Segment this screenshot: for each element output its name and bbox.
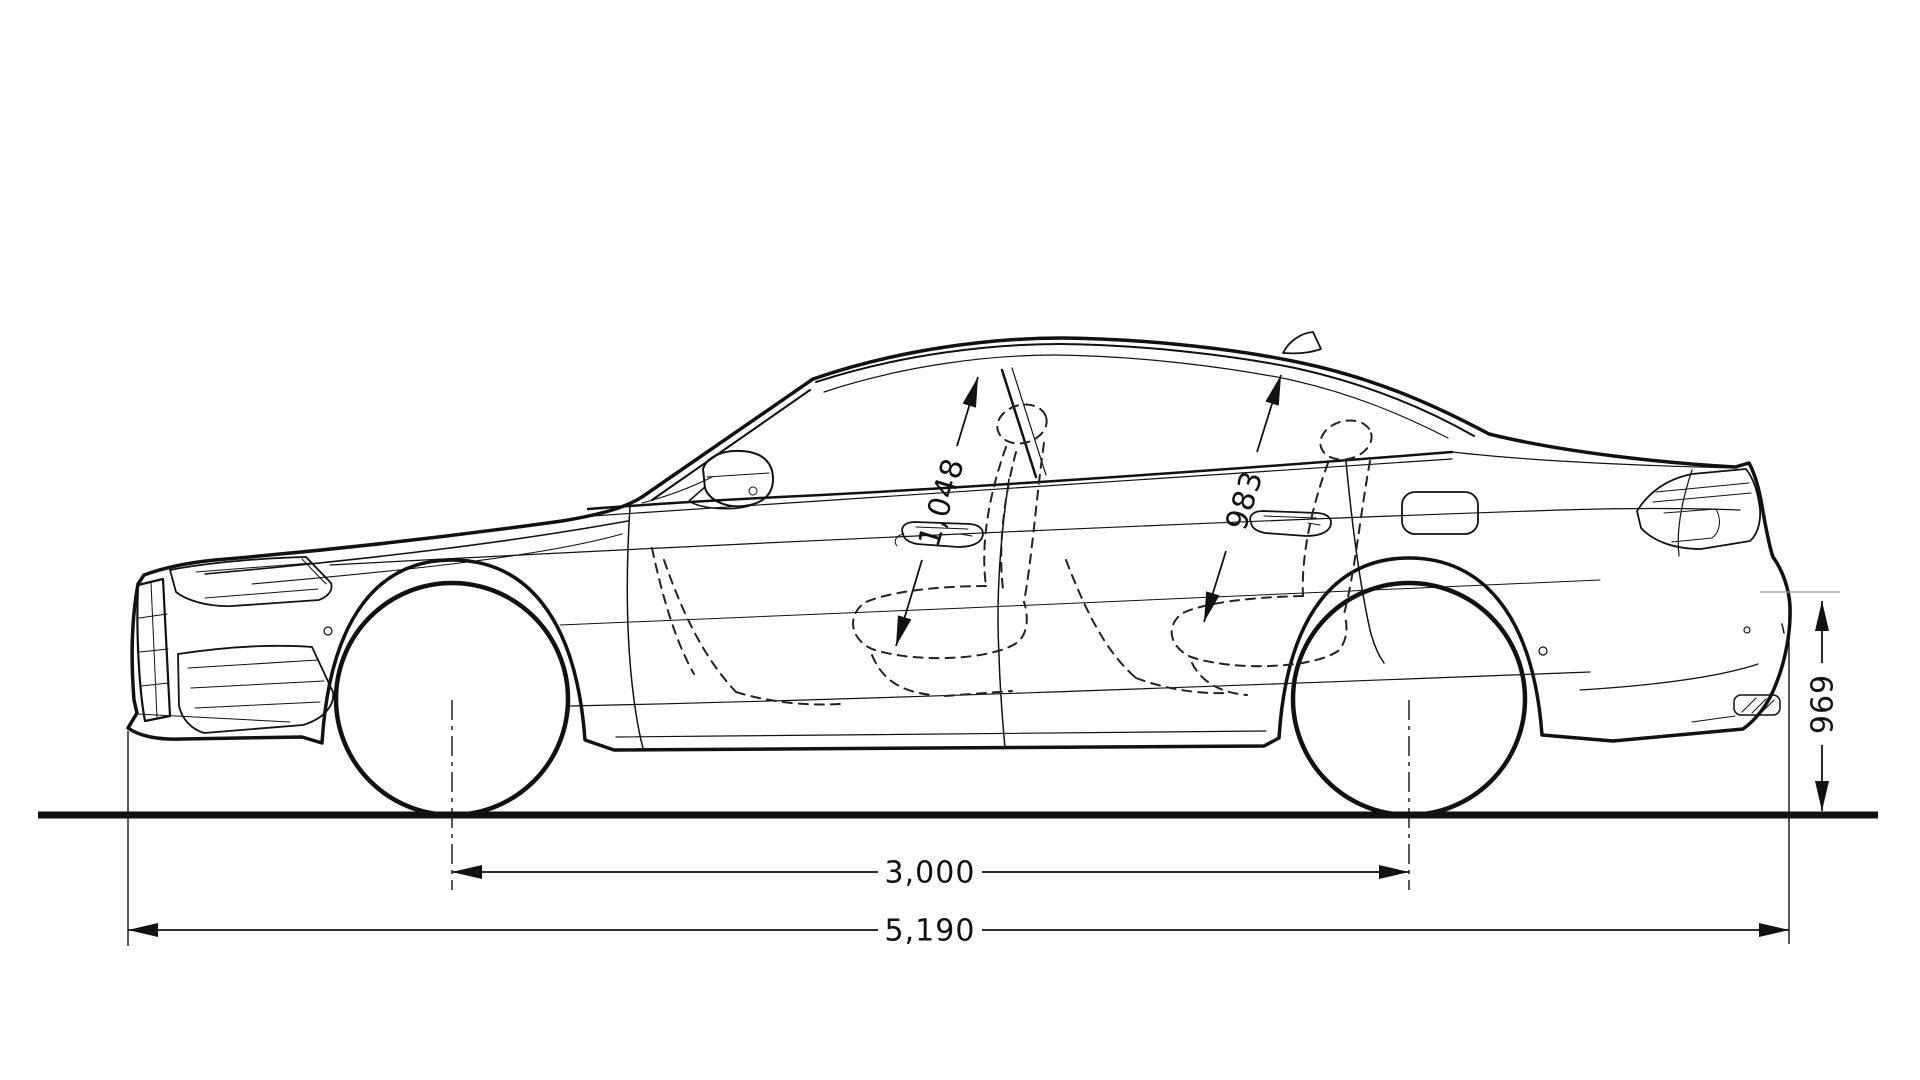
front-footwell-dashed (651, 547, 841, 706)
front-door-handle (894, 521, 984, 548)
a-pillar (651, 389, 811, 501)
bumper-sensor-dot (1538, 646, 1548, 656)
roof-inner-line (815, 343, 1475, 437)
dim-rear-height: 969 (1806, 601, 1841, 811)
rear-door-seam (1345, 460, 1385, 664)
antenna-fin (1282, 331, 1322, 355)
rear-bumper-seam (1579, 663, 1759, 691)
front-air-intake (136, 644, 335, 734)
rear-footwell-dashed (1065, 559, 1229, 695)
interior-seats-dashed (651, 403, 1373, 706)
fuel-door (1401, 491, 1479, 535)
exhaust-diffuser (1733, 694, 1781, 716)
front-door-rear-seam (997, 478, 1010, 749)
overall-length-value: 5,190 (885, 914, 976, 949)
trunk-seam (1677, 469, 1693, 557)
dim-overall-length: 5,190 (128, 914, 1789, 949)
rear-seat-outline (1170, 419, 1373, 696)
headlight (169, 556, 333, 607)
rear-door-handle (1249, 510, 1332, 537)
wheelbase-value: 3,000 (885, 856, 976, 891)
front-seat-outline (852, 403, 1048, 697)
car-line-drawing (126, 331, 1792, 818)
rear-height-value: 969 (1806, 674, 1841, 734)
front-door-seam (626, 505, 644, 749)
dim-rear-headroom: 983 (1203, 374, 1282, 623)
rear-headroom-value: 983 (1219, 466, 1271, 534)
front-headroom-value: 1,048 (912, 454, 972, 551)
front-grille (136, 577, 172, 723)
window-top-trim (823, 354, 1449, 439)
dimension-annotations: 1,048 983 969 3,000 5,190 (38, 374, 1878, 949)
tail-light (1636, 468, 1762, 550)
dim-front-headroom: 1,048 (895, 376, 979, 647)
beltline (586, 450, 1454, 511)
side-mirror (688, 449, 774, 510)
fender-sensor-dot (323, 626, 333, 636)
dim-wheelbase: 3,000 (452, 856, 1409, 891)
b-pillar (1000, 368, 1038, 479)
body-outline (126, 336, 1792, 752)
